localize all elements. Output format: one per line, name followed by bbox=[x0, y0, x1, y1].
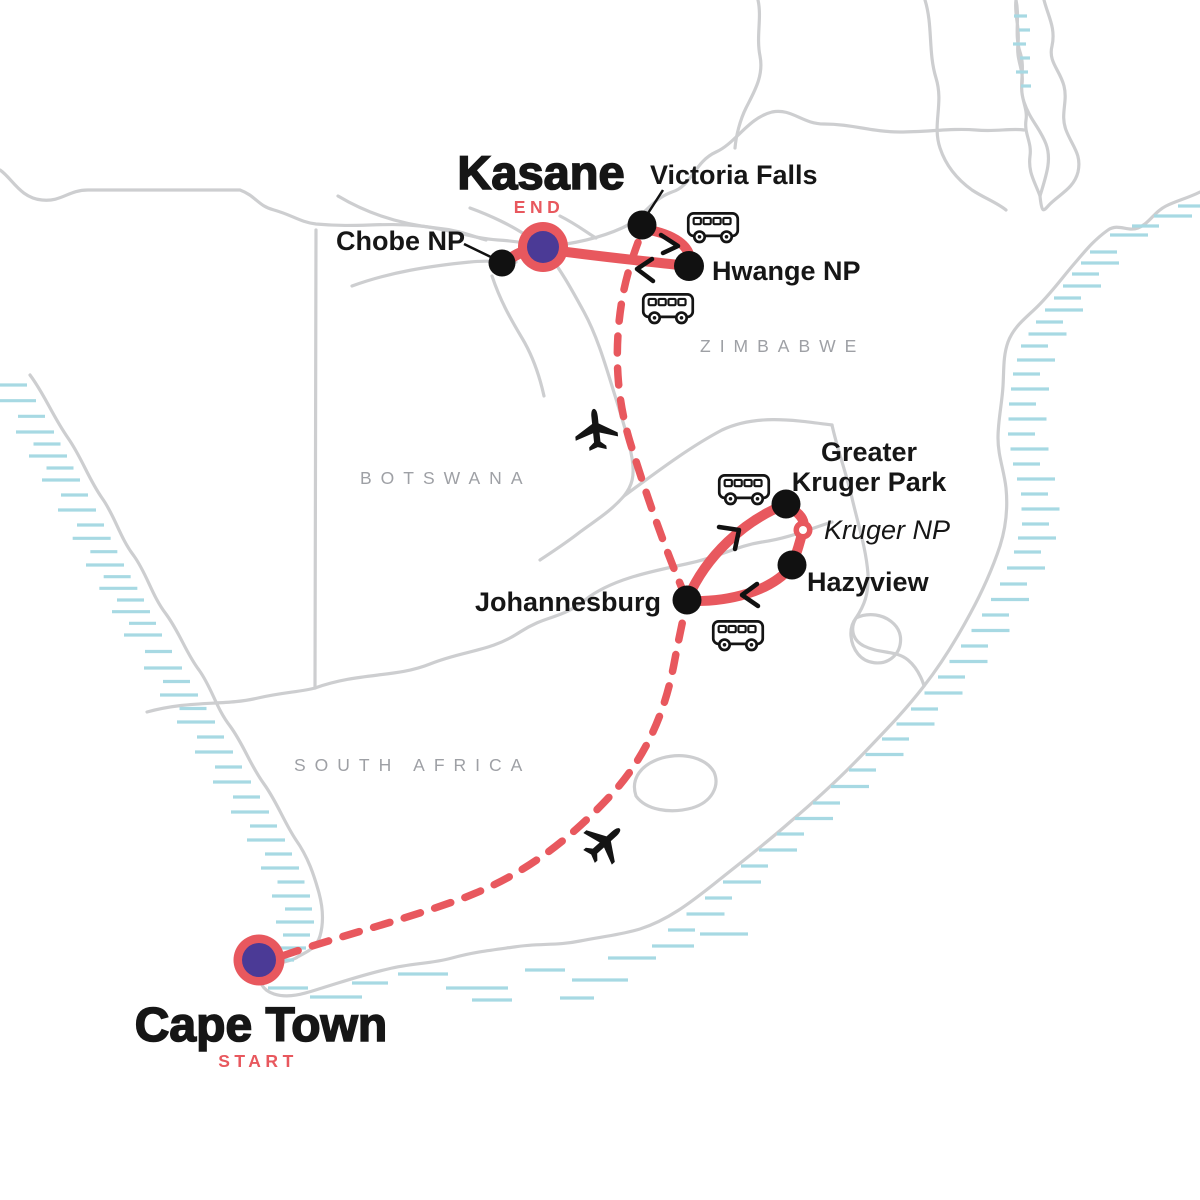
flight-routes bbox=[278, 228, 690, 960]
bus-icon bbox=[641, 292, 695, 325]
badge-end: END bbox=[514, 197, 564, 217]
river-south-of-kasane bbox=[490, 274, 546, 398]
arrow-to-kruger-icon bbox=[716, 524, 742, 552]
pointer-chobe bbox=[463, 242, 496, 261]
route-johannesburg-victoriafalls bbox=[613, 228, 690, 602]
country-borders bbox=[0, 0, 1200, 998]
stop-dot-victoria-falls bbox=[627, 210, 657, 240]
stop-dot-chobe bbox=[488, 249, 516, 277]
label-zimbabwe: ZIMBABWE bbox=[700, 336, 865, 356]
plane-icon bbox=[572, 406, 620, 453]
waypoint-kruger-center bbox=[799, 526, 807, 534]
label-greater-kruger-line2: Kruger Park bbox=[792, 467, 948, 497]
badge-start: START bbox=[218, 1051, 298, 1071]
route-johannesburg-kruger bbox=[683, 500, 789, 603]
river-north-of-kasane bbox=[468, 206, 598, 240]
border-orange-river bbox=[145, 686, 317, 714]
lake-malawi-outline bbox=[1013, 0, 1051, 198]
direction-arrows bbox=[634, 232, 761, 609]
label-johannesburg: Johannesburg bbox=[475, 587, 661, 617]
label-botswana: BOTSWANA bbox=[360, 468, 532, 488]
stop-dot-hwange bbox=[674, 251, 704, 281]
bus-icon bbox=[686, 211, 740, 244]
stop-markers bbox=[233, 210, 813, 986]
coastline bbox=[28, 190, 1200, 998]
bus-icon bbox=[711, 619, 765, 652]
border-lesotho bbox=[632, 754, 718, 813]
coast-hatching bbox=[0, 14, 1200, 1002]
arrow-to-kasane-icon bbox=[634, 256, 656, 284]
route-capetown-johannesburg bbox=[278, 600, 690, 960]
stop-labels: Kasane END Victoria Falls Chobe NP Hwang… bbox=[134, 145, 950, 1071]
border-botswana-zimbabwe bbox=[538, 245, 635, 562]
label-chobe: Chobe NP bbox=[336, 226, 465, 256]
label-victoria-falls: Victoria Falls bbox=[650, 160, 818, 190]
border-botswana-southafrica bbox=[313, 520, 834, 690]
arrow-to-hwange-icon bbox=[658, 232, 681, 256]
stop-dot-hazyview bbox=[777, 550, 807, 580]
border-limpopo bbox=[622, 418, 834, 498]
arrow-to-johannesburg-icon bbox=[739, 581, 761, 609]
stop-dot-johannesburg bbox=[672, 585, 702, 615]
label-greater-kruger-line1: Greater bbox=[821, 437, 918, 467]
stop-dot-greater-kruger bbox=[771, 489, 801, 519]
river-okavango bbox=[336, 194, 488, 242]
start-marker-core bbox=[242, 943, 276, 977]
border-zambia-east bbox=[923, 0, 1008, 212]
transport-icons bbox=[572, 211, 771, 873]
label-cape-town: Cape Town bbox=[135, 999, 387, 1052]
country-labels: BOTSWANA ZIMBABWE SOUTH AFRICA bbox=[294, 336, 865, 775]
border-malawi-outer bbox=[1038, 0, 1081, 212]
border-eswatini bbox=[849, 613, 903, 665]
border-namibia-botswana bbox=[313, 228, 318, 690]
bus-icon bbox=[717, 473, 771, 506]
label-hazyview: Hazyview bbox=[807, 567, 930, 597]
end-marker-core bbox=[527, 231, 559, 263]
label-hwange: Hwange NP bbox=[712, 256, 861, 286]
border-zambia-north bbox=[733, 0, 763, 150]
label-kruger-np: Kruger NP bbox=[824, 515, 950, 545]
label-kasane: Kasane bbox=[457, 146, 624, 199]
label-south-africa: SOUTH AFRICA bbox=[294, 755, 531, 775]
